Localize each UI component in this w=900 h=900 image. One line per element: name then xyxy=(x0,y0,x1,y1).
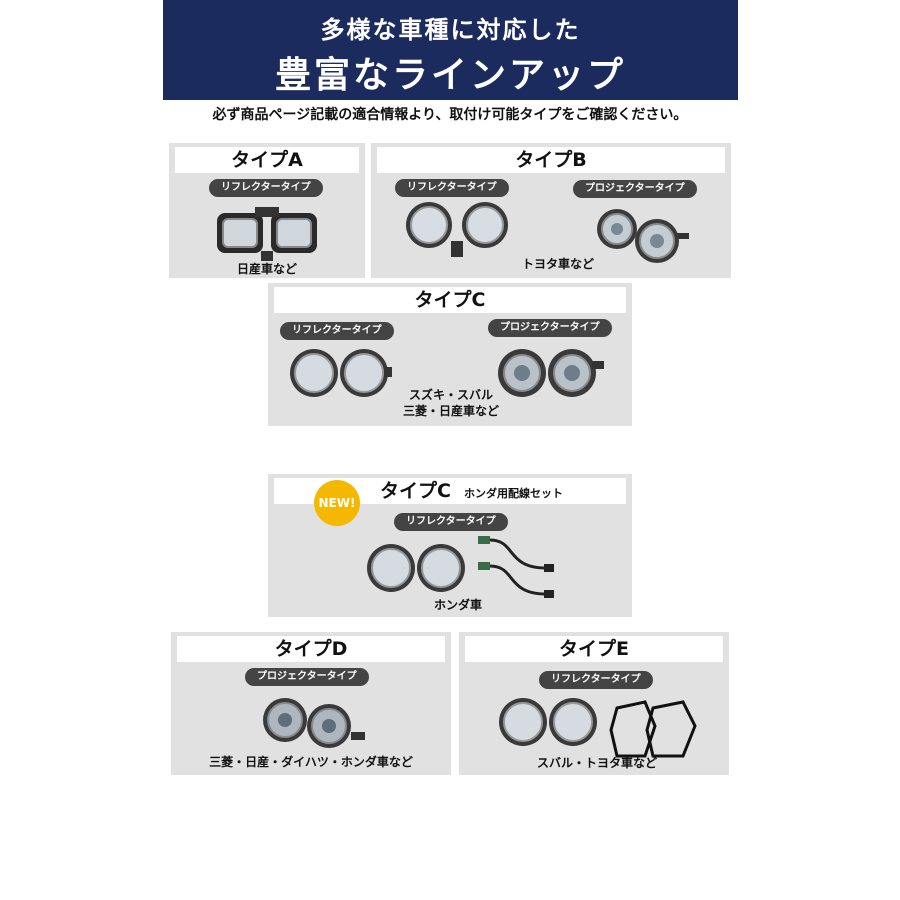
card-title: タイプE xyxy=(465,636,723,662)
card-type-a: タイプA リフレクタータイプ 日産車など xyxy=(169,143,365,278)
type-pill: リフレクタータイプ xyxy=(395,179,509,197)
card-type-d: タイプD プロジェクタータイプ 三菱・日産・ダイハツ・ホンダ車など xyxy=(171,632,451,775)
card-caption: 三菱・日産・ダイハツ・ホンダ車など xyxy=(209,755,413,769)
fog-lamp-round-icon xyxy=(499,698,597,746)
hero-banner: 多様な車種に対応した 豊富なラインアップ xyxy=(163,0,738,100)
card-type-b: タイプB リフレクタータイプ プロジェクタータイプ トヨタ車など xyxy=(371,143,731,278)
type-pill: リフレクタータイプ xyxy=(394,513,508,531)
card-caption: ホンダ車 xyxy=(433,598,482,612)
card-type-c-honda: タイプC ホンダ用配線セット NEW! リフレクタータイプ ホンダ車 xyxy=(268,474,632,617)
card-type-e: タイプE リフレクタータイプ スバル・トヨタ車など xyxy=(459,632,729,775)
card-type-c: タイプC リフレクタータイプ プロジェクタータイプ スズキ・スバル 三菱・日産車… xyxy=(268,283,632,426)
mounting-bracket-icon xyxy=(609,700,697,758)
type-pill: プロジェクタータイプ xyxy=(488,319,612,337)
card-caption: スバル・トヨタ車など xyxy=(536,756,657,770)
new-badge: NEW! xyxy=(314,480,360,526)
hero-line2: 豊富なラインアップ xyxy=(274,55,626,96)
card-caption-line2: 三菱・日産車など xyxy=(402,404,499,418)
type-pill: リフレクタータイプ xyxy=(539,671,653,689)
card-title: タイプA xyxy=(175,147,359,173)
fog-lamp-projector-icon xyxy=(498,349,604,397)
fog-lamp-round-icon xyxy=(406,202,508,257)
fog-lamp-projector-icon xyxy=(597,209,689,263)
card-subtitle: ホンダ用配線セット xyxy=(464,487,563,500)
card-caption: 日産車など xyxy=(236,262,297,276)
type-pill: リフレクタータイプ xyxy=(209,179,323,197)
card-caption-line1: スズキ・スバル xyxy=(408,388,493,402)
type-pill: プロジェクタータイプ xyxy=(573,180,697,198)
fog-lamp-rect-icon xyxy=(217,207,317,261)
type-pill: リフレクタータイプ xyxy=(280,322,394,340)
card-caption: トヨタ車など xyxy=(521,257,594,271)
fog-lamp-round-icon xyxy=(367,544,465,592)
fog-lamp-projector-icon xyxy=(263,698,365,748)
card-title: タイプC xyxy=(380,480,451,502)
type-pill: プロジェクタータイプ xyxy=(245,668,369,686)
hero-line1: 多様な車種に対応した xyxy=(320,16,581,44)
compat-note: 必ず商品ページ記載の適合情報より、取付け可能タイプをご確認ください。 xyxy=(212,107,688,123)
wiring-harness-icon xyxy=(478,536,554,598)
fog-lamp-round-icon xyxy=(290,349,392,397)
card-title: タイプD xyxy=(177,636,445,662)
card-title: タイプC xyxy=(274,287,626,313)
card-title: タイプB xyxy=(377,147,725,173)
